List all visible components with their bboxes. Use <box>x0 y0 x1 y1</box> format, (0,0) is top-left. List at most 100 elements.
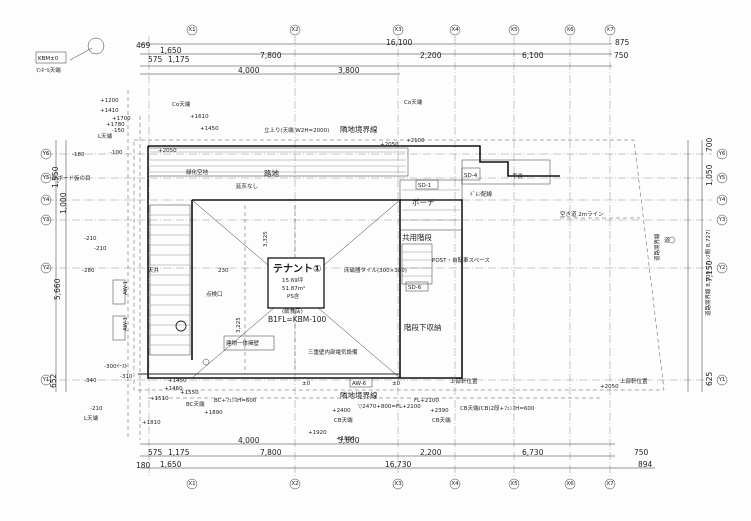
aw6-tag: AW-6 <box>352 381 367 387</box>
dim-bot-1175: 1,175 <box>168 448 190 457</box>
level-bot-7: ±0 <box>392 381 401 387</box>
enkan-label: 延灰なし <box>236 182 258 190</box>
grid-label-x4-top: X4 <box>451 27 459 33</box>
height-3325: 3,325 <box>263 231 269 247</box>
dim-bot-4000: 4,000 <box>238 436 260 445</box>
level-notes-left: +1200 +1410 +1700 +1780 -150 L天端 -180 -1… <box>72 98 187 426</box>
grid-label-x1-bottom: X1 <box>188 481 195 487</box>
dim-top-7800: 7,800 <box>260 51 282 60</box>
roji-label: 路地 <box>264 168 279 178</box>
dim-right-700: 700 <box>705 137 714 152</box>
entrance-retaining-note: 建物一体擁壁 <box>226 339 260 347</box>
level-top-6: +2050 <box>158 148 177 154</box>
height-230: 230 <box>218 268 229 274</box>
greening-label: 緑化空地 <box>186 168 209 176</box>
level-top-0: Co天端 <box>172 100 191 108</box>
tenant-area: 51.87m² <box>282 285 305 292</box>
dim-top-875: 875 <box>615 38 630 47</box>
grid-label-x5-bottom: X5 <box>510 481 518 487</box>
grid-label-x2-top: X2 <box>291 27 298 33</box>
grid-bubbles-top: X1 X2 X3 X4 X5 X6 X7 <box>186 24 616 36</box>
level-bot-8: +2050 <box>600 384 619 390</box>
sprinkler-note: サボード仮の目 <box>52 174 91 182</box>
tile-note: 床磁器タイル(300×300) <box>344 266 407 274</box>
eave-label-1: 上部軒位置 <box>450 377 478 385</box>
grid-label-x3-top: X3 <box>394 27 402 33</box>
site-boundary: 空き道 2mライン 隣地境界線 隣地境界線 <box>127 90 665 440</box>
grid-label-y5-left: Y5 <box>42 175 50 181</box>
level-top-3: +2050 <box>380 142 399 148</box>
note-bot-3: CB天端 <box>432 416 451 424</box>
tenant-floor-level: B1FL=KBM-100 <box>268 315 326 324</box>
grid-label-y5-right: Y5 <box>718 175 726 181</box>
grid-label-y3-right: Y3 <box>718 217 726 223</box>
dim-bot-3800: 3,800 <box>338 436 360 445</box>
level-left-8: -210 <box>84 236 97 242</box>
grid-label-y3-left: Y3 <box>42 217 50 223</box>
dim-top-469: 469 <box>136 41 151 50</box>
tenant-ps: PS含 <box>287 292 300 300</box>
dim-top-1175: 1,175 <box>168 55 190 64</box>
tenant-label-box <box>267 257 325 309</box>
eave-label-2: 上部軒位置 <box>620 377 648 385</box>
dim-left-1550: 1,550 <box>51 166 60 188</box>
post-space-note: POST・自転車スペース <box>432 256 490 264</box>
shared-stair-label: 共用階段 <box>402 232 432 242</box>
level-notes-top: Co天端 +1610 +1450 +2050 +2100 Co天端 +2050 <box>158 98 425 154</box>
electrical-note: 三重壁内部電気設備 <box>308 348 358 356</box>
grid-label-y2-left: Y2 <box>42 265 50 271</box>
level-left-5: L天端 <box>98 132 113 140</box>
level-left-10: -280 <box>82 268 95 274</box>
dim-top-4000: 4,000 <box>238 66 260 75</box>
drain-note: ﾄﾞﾚﾝ配線 <box>470 190 493 198</box>
level-top-4: +2100 <box>406 138 425 144</box>
sd4-tag: SD-4 <box>464 173 478 179</box>
dim-bot-2200: 2,200 <box>420 448 442 457</box>
top-dimensions: 469 16,100 875 1,650 7,800 2,200 6,100 7… <box>136 38 630 75</box>
dim-top-1650: 1,650 <box>160 46 182 55</box>
level-bot-2: +1890 <box>204 410 223 416</box>
level-top-1: +1610 <box>190 114 209 120</box>
road-arrow-label: 道 <box>664 236 670 244</box>
dim-right-1050: 1,050 <box>705 164 714 186</box>
level-left-6: -180 <box>72 152 85 158</box>
window-tags: AW-1 AW-1 AW-6 <box>112 279 373 388</box>
level-notes-bottom: +2400 +1830 +1890 +1920 +2390 +1550 ±0 ±… <box>180 381 619 442</box>
dim-bot-total: 16,730 <box>385 460 411 469</box>
road-width-note: 道路境界線 8,900（ﾌｪﾝｽ間 8,727） <box>704 226 712 316</box>
level-left-12: -310 <box>120 374 133 380</box>
shared-stair-zone: ポーチ 共用階段 階段下収納 SD-1 SD-6 POST・自転車スペース <box>399 179 490 332</box>
level-bot-6: ±0 <box>302 381 311 387</box>
level-left-19: +1810 <box>142 420 161 426</box>
grid-bubbles-bottom: X1 X2 X3 X4 X5 X6 X7 <box>186 478 616 490</box>
grid-bubbles-left: Y6 Y5 Y4 Y3 Y2 Y1 <box>40 148 52 386</box>
grid-label-y6-left: Y6 <box>42 151 50 157</box>
tenant-use: (飲食店) <box>282 307 303 315</box>
dim-top-2200: 2,200 <box>420 51 442 60</box>
origin-mark: KBM±0 ﾏﾝﾎｰﾙ天端 <box>35 37 105 74</box>
aw1b-tag: AW-1 <box>123 317 129 331</box>
left-stairs <box>149 204 191 356</box>
level-bot-0: +2400 <box>332 408 351 414</box>
grid-label-y2-right: Y2 <box>718 265 726 271</box>
level-top-5: Co天端 <box>404 98 423 106</box>
level-left-11: -340 <box>84 378 97 384</box>
eave-labels: 上部軒位置 上部軒位置 サボード仮の目 道 FL+2100 <box>52 174 676 404</box>
dim-right-7150: 7,150 <box>705 260 714 282</box>
grid-label-y4-right: Y4 <box>718 197 726 203</box>
tenant-tsubo: 15.69坪 <box>282 276 304 284</box>
aw1-tag: AW-1 <box>123 281 129 295</box>
note-bot-2: CB天端 <box>334 416 353 424</box>
tachiagari-label: 立上り(天端 W2H=2000) <box>264 126 329 134</box>
dim-top-3800: 3,800 <box>338 66 360 75</box>
roji-strip: 路地 緑化空地 延灰なし 立上り(天端 W2H=2000) <box>147 126 409 190</box>
note-bot-0: BC+ﾌｪﾝｽH=600 <box>214 397 257 404</box>
level-left-1: +1410 <box>100 108 119 114</box>
dim-right-625: 625 <box>705 371 714 386</box>
grid-label-x5-top: X5 <box>510 27 518 33</box>
origin-kbm: KBM±0 <box>38 56 59 62</box>
bottom-dimensions: 4,000 3,800 575 1,175 7,800 2,200 6,730 … <box>136 436 655 470</box>
dim-bot-7800: 7,800 <box>260 448 282 457</box>
level-left-9: -210 <box>94 246 107 252</box>
